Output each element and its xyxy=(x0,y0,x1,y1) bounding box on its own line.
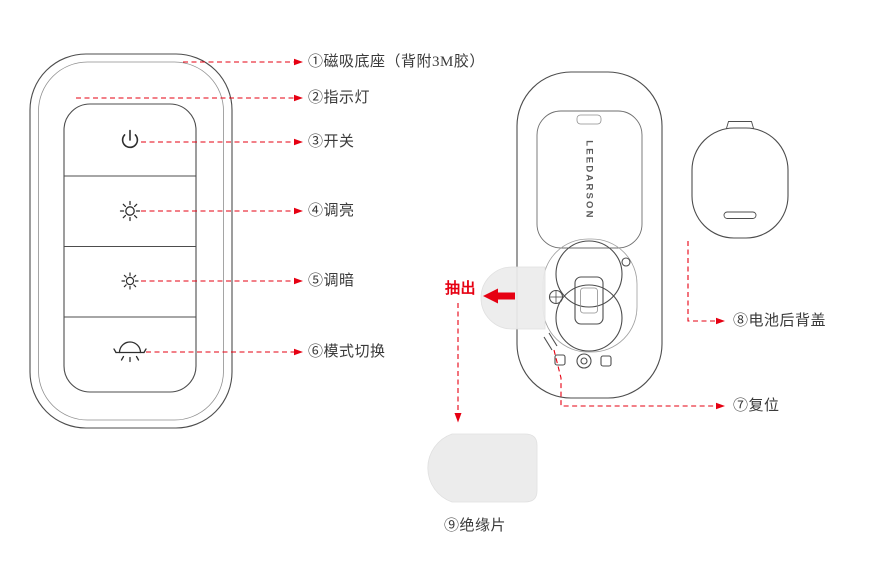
label-indicator-light: ②指示灯 xyxy=(308,90,371,106)
label-insulation-sheet: ⑨绝缘片 xyxy=(444,518,507,534)
remote-back-view xyxy=(516,71,663,399)
label-brighten: ④调亮 xyxy=(308,203,355,219)
leader-reset xyxy=(553,349,716,407)
down-arrowhead xyxy=(454,413,462,423)
button-panel xyxy=(63,103,197,393)
cover-top-tab xyxy=(725,121,755,131)
battery-contact xyxy=(580,287,598,314)
label-mode-switch: ⑥模式切换 xyxy=(308,344,386,360)
contact-pad-right xyxy=(600,355,612,367)
label-battery-back-cover: ⑧电池后背盖 xyxy=(733,313,827,329)
mode-icon xyxy=(113,341,147,363)
battery-holder xyxy=(574,276,604,325)
buzzer-inner xyxy=(580,357,588,365)
battery-cell-bottom xyxy=(555,284,623,352)
cover-body xyxy=(691,127,789,239)
reset-slot xyxy=(548,332,558,347)
brightness-down-icon xyxy=(121,272,139,290)
pull-out-arrow xyxy=(483,288,515,304)
brightness-up-icon xyxy=(119,200,141,222)
label-power-switch: ③开关 xyxy=(308,134,355,150)
remote-front-inner-shell xyxy=(38,61,224,421)
cover-slot xyxy=(723,211,757,219)
label-pull-out: 抽出 xyxy=(445,281,477,297)
remote-front-view xyxy=(29,53,233,429)
screw-hole xyxy=(621,257,631,267)
power-icon xyxy=(121,129,139,149)
reset-slot xyxy=(543,336,553,351)
back-top-notch xyxy=(576,114,602,125)
brand-text: LEEDARSON xyxy=(584,140,595,219)
back-top-panel xyxy=(536,110,643,249)
label-magnetic-base: ①磁吸底座（背附3M胶） xyxy=(308,54,485,70)
plus-terminal xyxy=(548,289,564,305)
label-reset: ⑦复位 xyxy=(733,398,780,414)
annotation-arrowheads xyxy=(294,58,725,423)
leader-battery-cover xyxy=(687,241,716,322)
insulation-sheet-shape xyxy=(427,433,538,503)
remote-back-shell xyxy=(516,71,663,399)
remote-front-outer-shell xyxy=(29,53,233,429)
battery-cover xyxy=(691,121,789,239)
contact-pad-left xyxy=(554,354,566,366)
buzzer-outer xyxy=(576,353,592,369)
battery-cell-top xyxy=(555,240,623,308)
annotation-lines xyxy=(76,61,716,414)
label-dim: ⑤调暗 xyxy=(308,273,355,289)
